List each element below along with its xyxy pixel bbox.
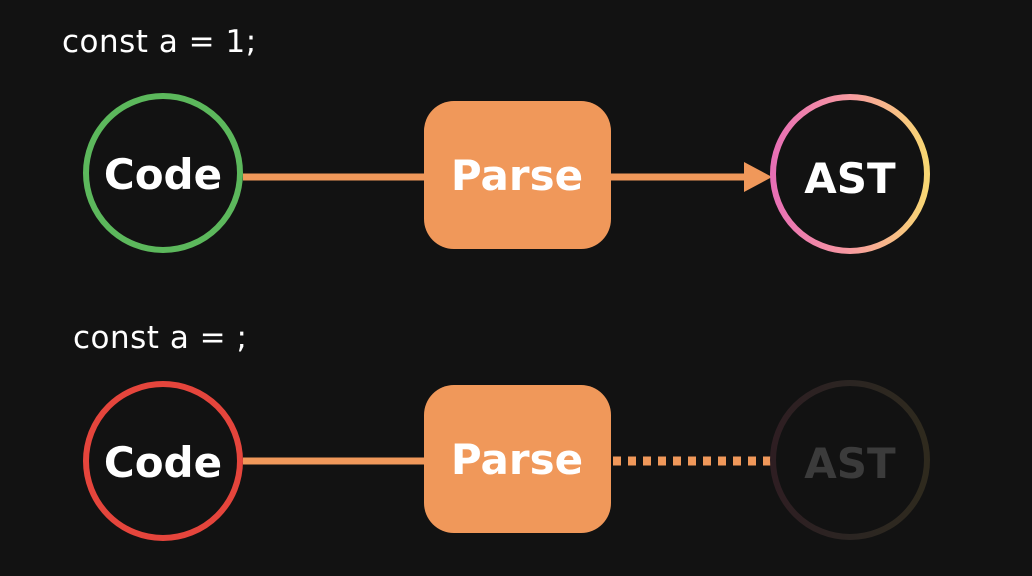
ast-node-label-faded: AST — [804, 439, 896, 488]
arrowhead-icon — [744, 162, 772, 192]
code-node-circle — [83, 381, 243, 541]
row-valid-code: const a = 1; Code Parse AST — [62, 24, 930, 254]
parse-step-label: Parse — [451, 435, 583, 484]
parse-step-box — [424, 101, 611, 249]
ast-node-circle-faded — [770, 380, 930, 540]
parse-step-label: Parse — [451, 151, 583, 200]
row-invalid-code: const a = ; Code Parse AST — [73, 320, 930, 541]
code-node-circle — [83, 93, 243, 253]
code-node-label: Code — [104, 438, 222, 487]
ast-node-circle — [770, 94, 930, 254]
ast-node-label: AST — [804, 154, 896, 203]
code-line-invalid: const a = ; — [73, 320, 247, 356]
code-line-valid: const a = 1; — [62, 24, 257, 60]
code-node-label: Code — [104, 150, 222, 199]
parse-step-box — [424, 385, 611, 533]
